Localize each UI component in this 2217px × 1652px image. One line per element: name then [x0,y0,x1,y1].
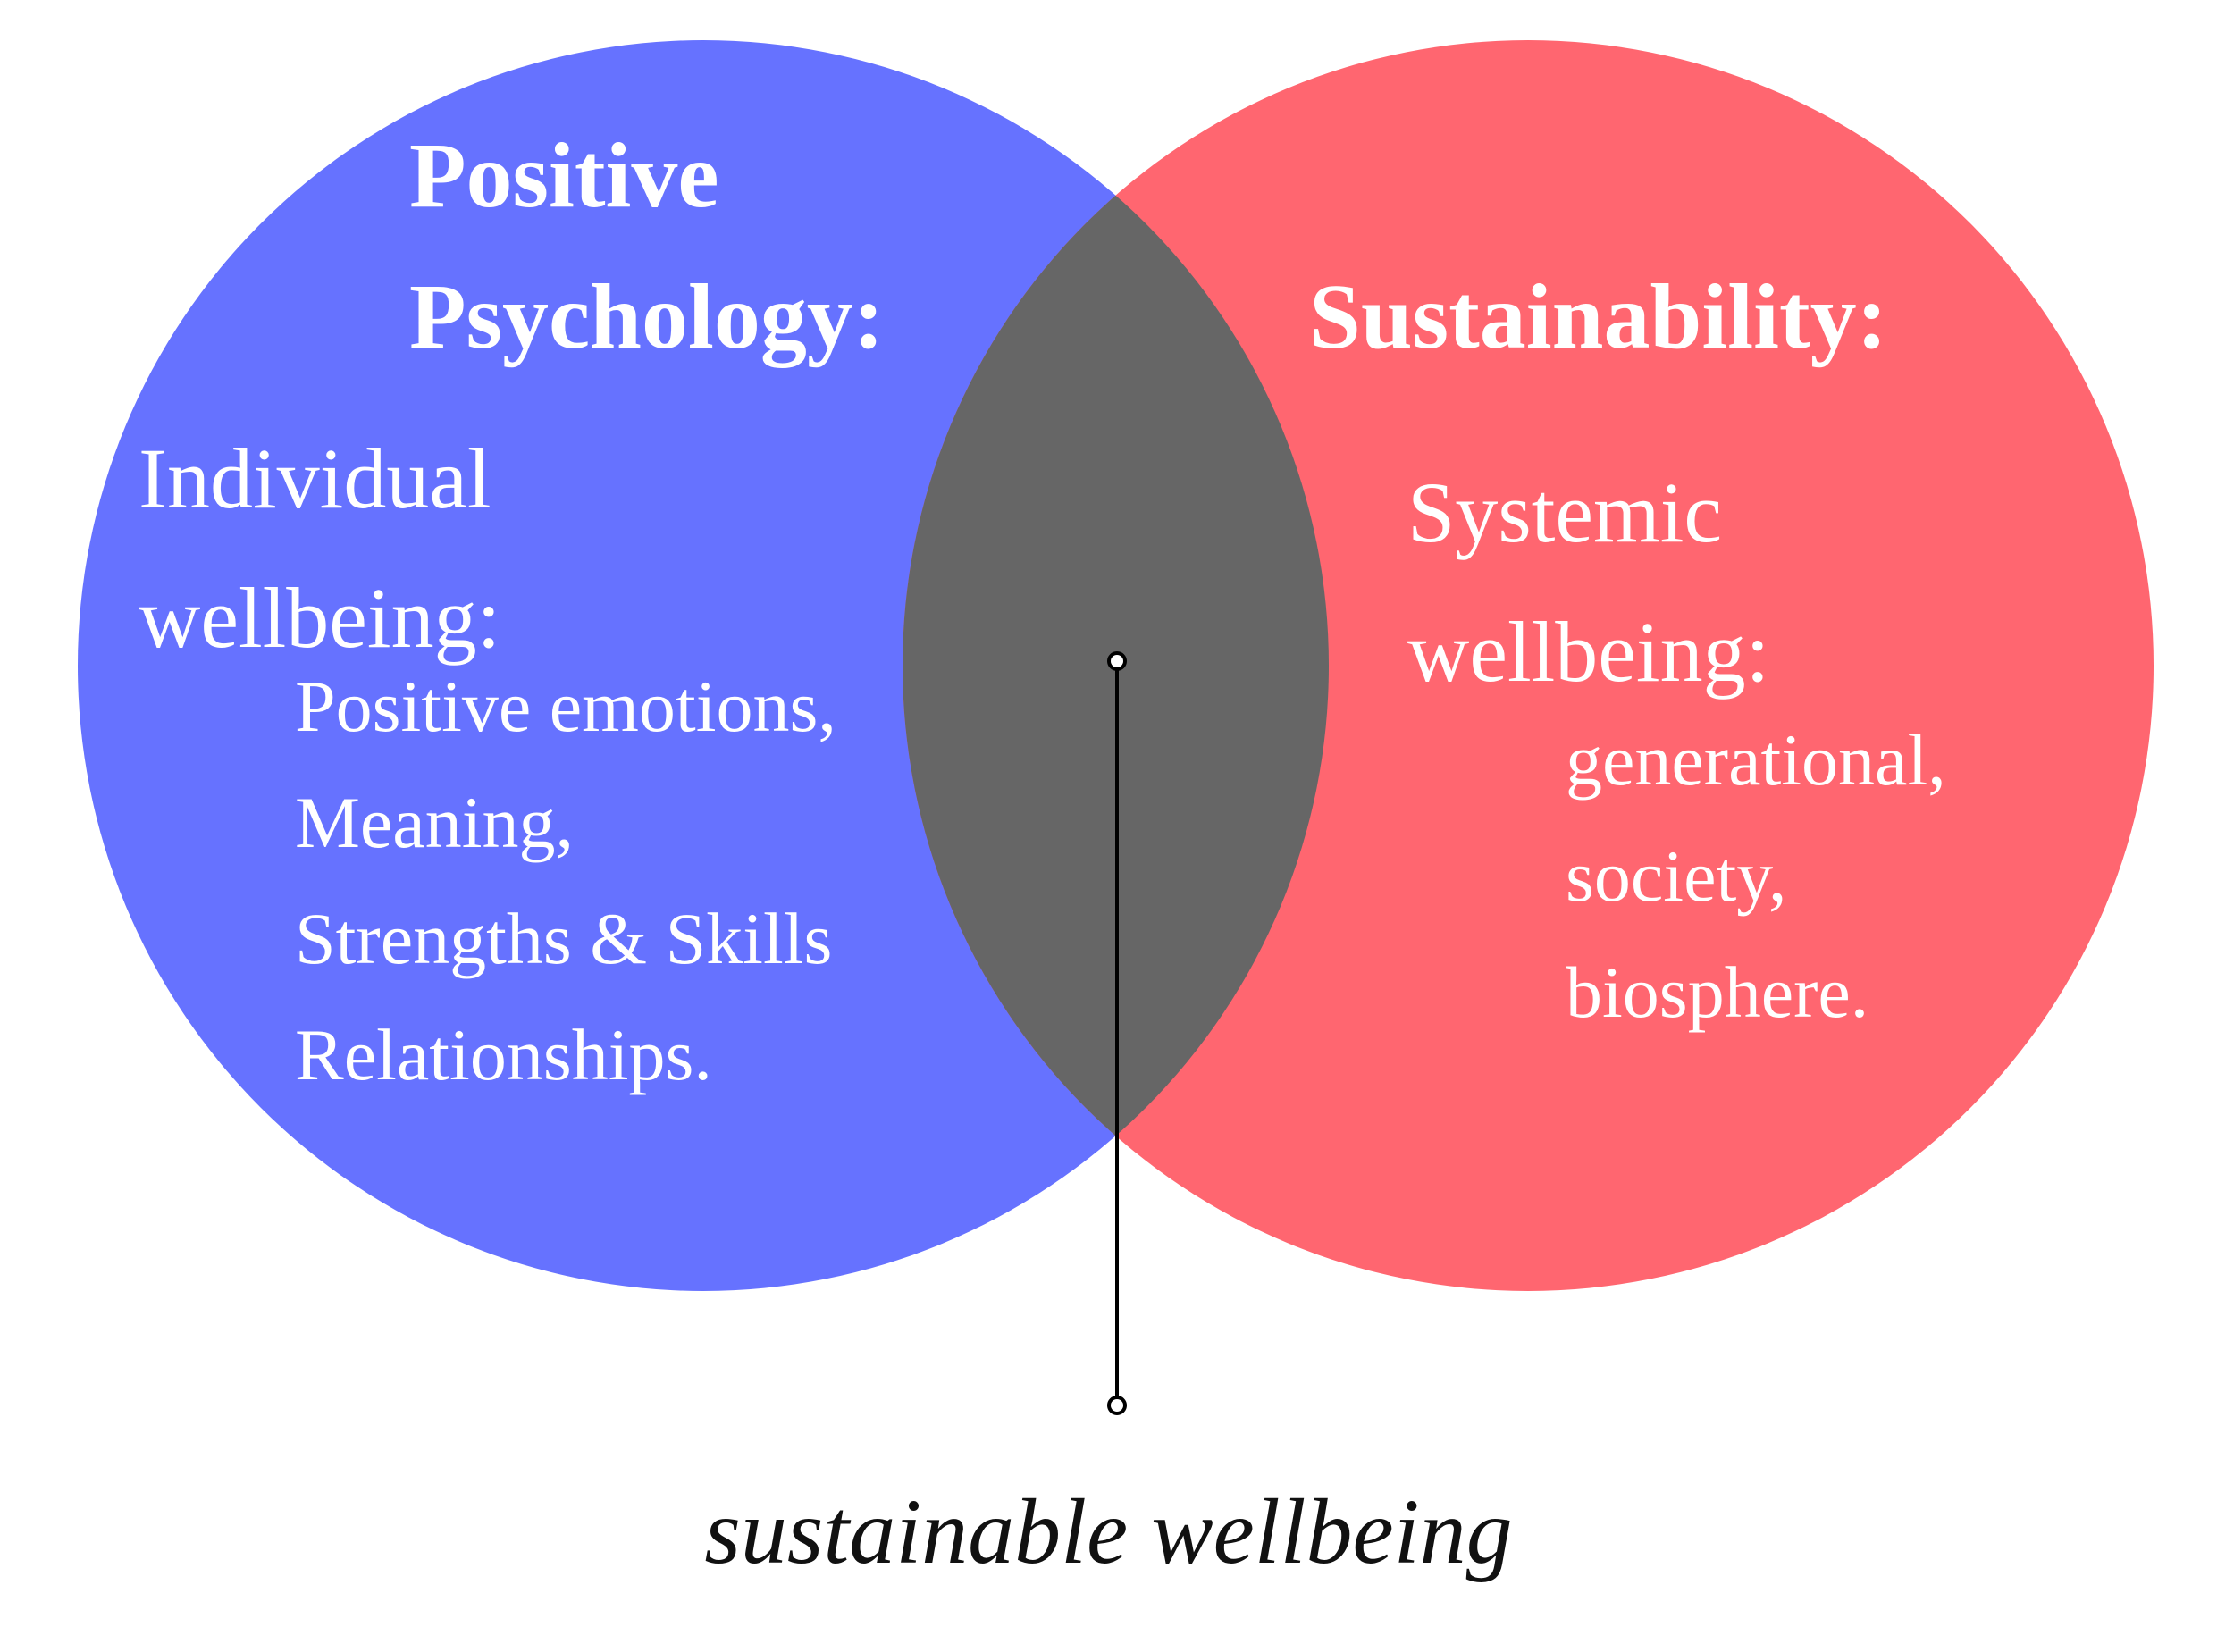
right-item-biosphere: biosphere. [1566,952,1869,1033]
left-item-relationships: Relationships. [295,1014,712,1095]
individual-wellbeing-line2: wellbeing: [139,570,501,666]
overlap-region [903,40,1329,1291]
systemic-wellbeing-line2: wellbeing: [1407,604,1770,700]
connector-bottom-dot [1107,1396,1127,1415]
right-item-generational: generational, [1566,719,1946,801]
positive-psychology-title-line1: Positive [409,124,719,227]
left-item-positive-emotions: Positive emotions, [295,666,836,747]
right-item-society: society, [1566,835,1787,917]
positive-psychology-title-line2: Psychology: [409,265,885,368]
left-item-meaning: Meaning, [295,782,574,863]
left-item-strengths-skills: Strengths & Skills [295,898,833,979]
systemic-wellbeing-line1: Systemic [1407,465,1722,560]
sustainability-title: Sustainability: [1309,265,1888,368]
sustainable-wellbeing-caption: sustainable wellbeing [704,1480,1513,1583]
individual-wellbeing-line1: Individual [139,431,491,526]
connector-top-dot [1107,651,1127,671]
